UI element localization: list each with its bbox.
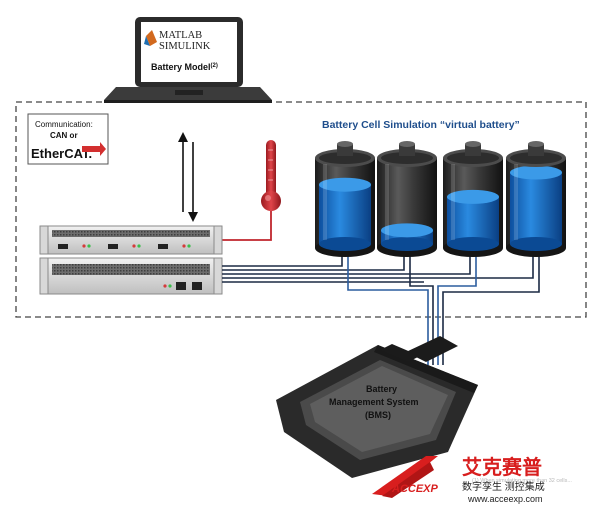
- bms-label-line3: (BMS): [365, 410, 391, 420]
- laptop: [104, 17, 272, 103]
- communication-box: [27, 113, 109, 165]
- thermometer-icon: [261, 140, 281, 211]
- cell-wires: [222, 256, 540, 365]
- battery-cell-3: [443, 141, 503, 257]
- communication-can: CAN or: [50, 131, 78, 140]
- brand-logo-icon: [372, 456, 438, 498]
- simulink-logo-text: SIMULINK: [159, 41, 211, 52]
- battery-cells: [315, 141, 566, 257]
- rack-unit-upper: [39, 225, 223, 255]
- ethercat-logo: EtherCAT.: [31, 146, 92, 161]
- battery-cell-1: [315, 141, 375, 257]
- ethercat-arrow-icon: [82, 142, 106, 156]
- sensor-wire: [222, 211, 272, 241]
- system-boundary: [15, 101, 587, 318]
- rack-unit-lower: [39, 257, 223, 295]
- communication-title: Communication:: [35, 120, 93, 129]
- communication-arrow: [178, 132, 198, 222]
- brand-latin: ACCEXP: [391, 483, 439, 495]
- brand-tagline: 数字孪生 测控集成: [462, 480, 545, 493]
- matlab-logo-text: MATLAB: [159, 30, 202, 41]
- battery-cell-2: [377, 141, 437, 257]
- battery-cell-4: [506, 141, 566, 257]
- brand-url: www.acceexp.com: [467, 494, 543, 504]
- bms-label-line1: Battery: [366, 384, 397, 394]
- bms-unit: [276, 336, 478, 478]
- brand-chinese: 艾克赛普: [462, 455, 542, 479]
- battery-model-label: Battery Model(2): [151, 62, 218, 72]
- simulation-title: Battery Cell Simulation “virtual battery…: [322, 119, 520, 131]
- bms-label-line2: Management System: [329, 397, 419, 407]
- matlab-logo-icon: [144, 30, 157, 46]
- footnote: (1) When simulating more than 32 cells..…: [472, 478, 572, 484]
